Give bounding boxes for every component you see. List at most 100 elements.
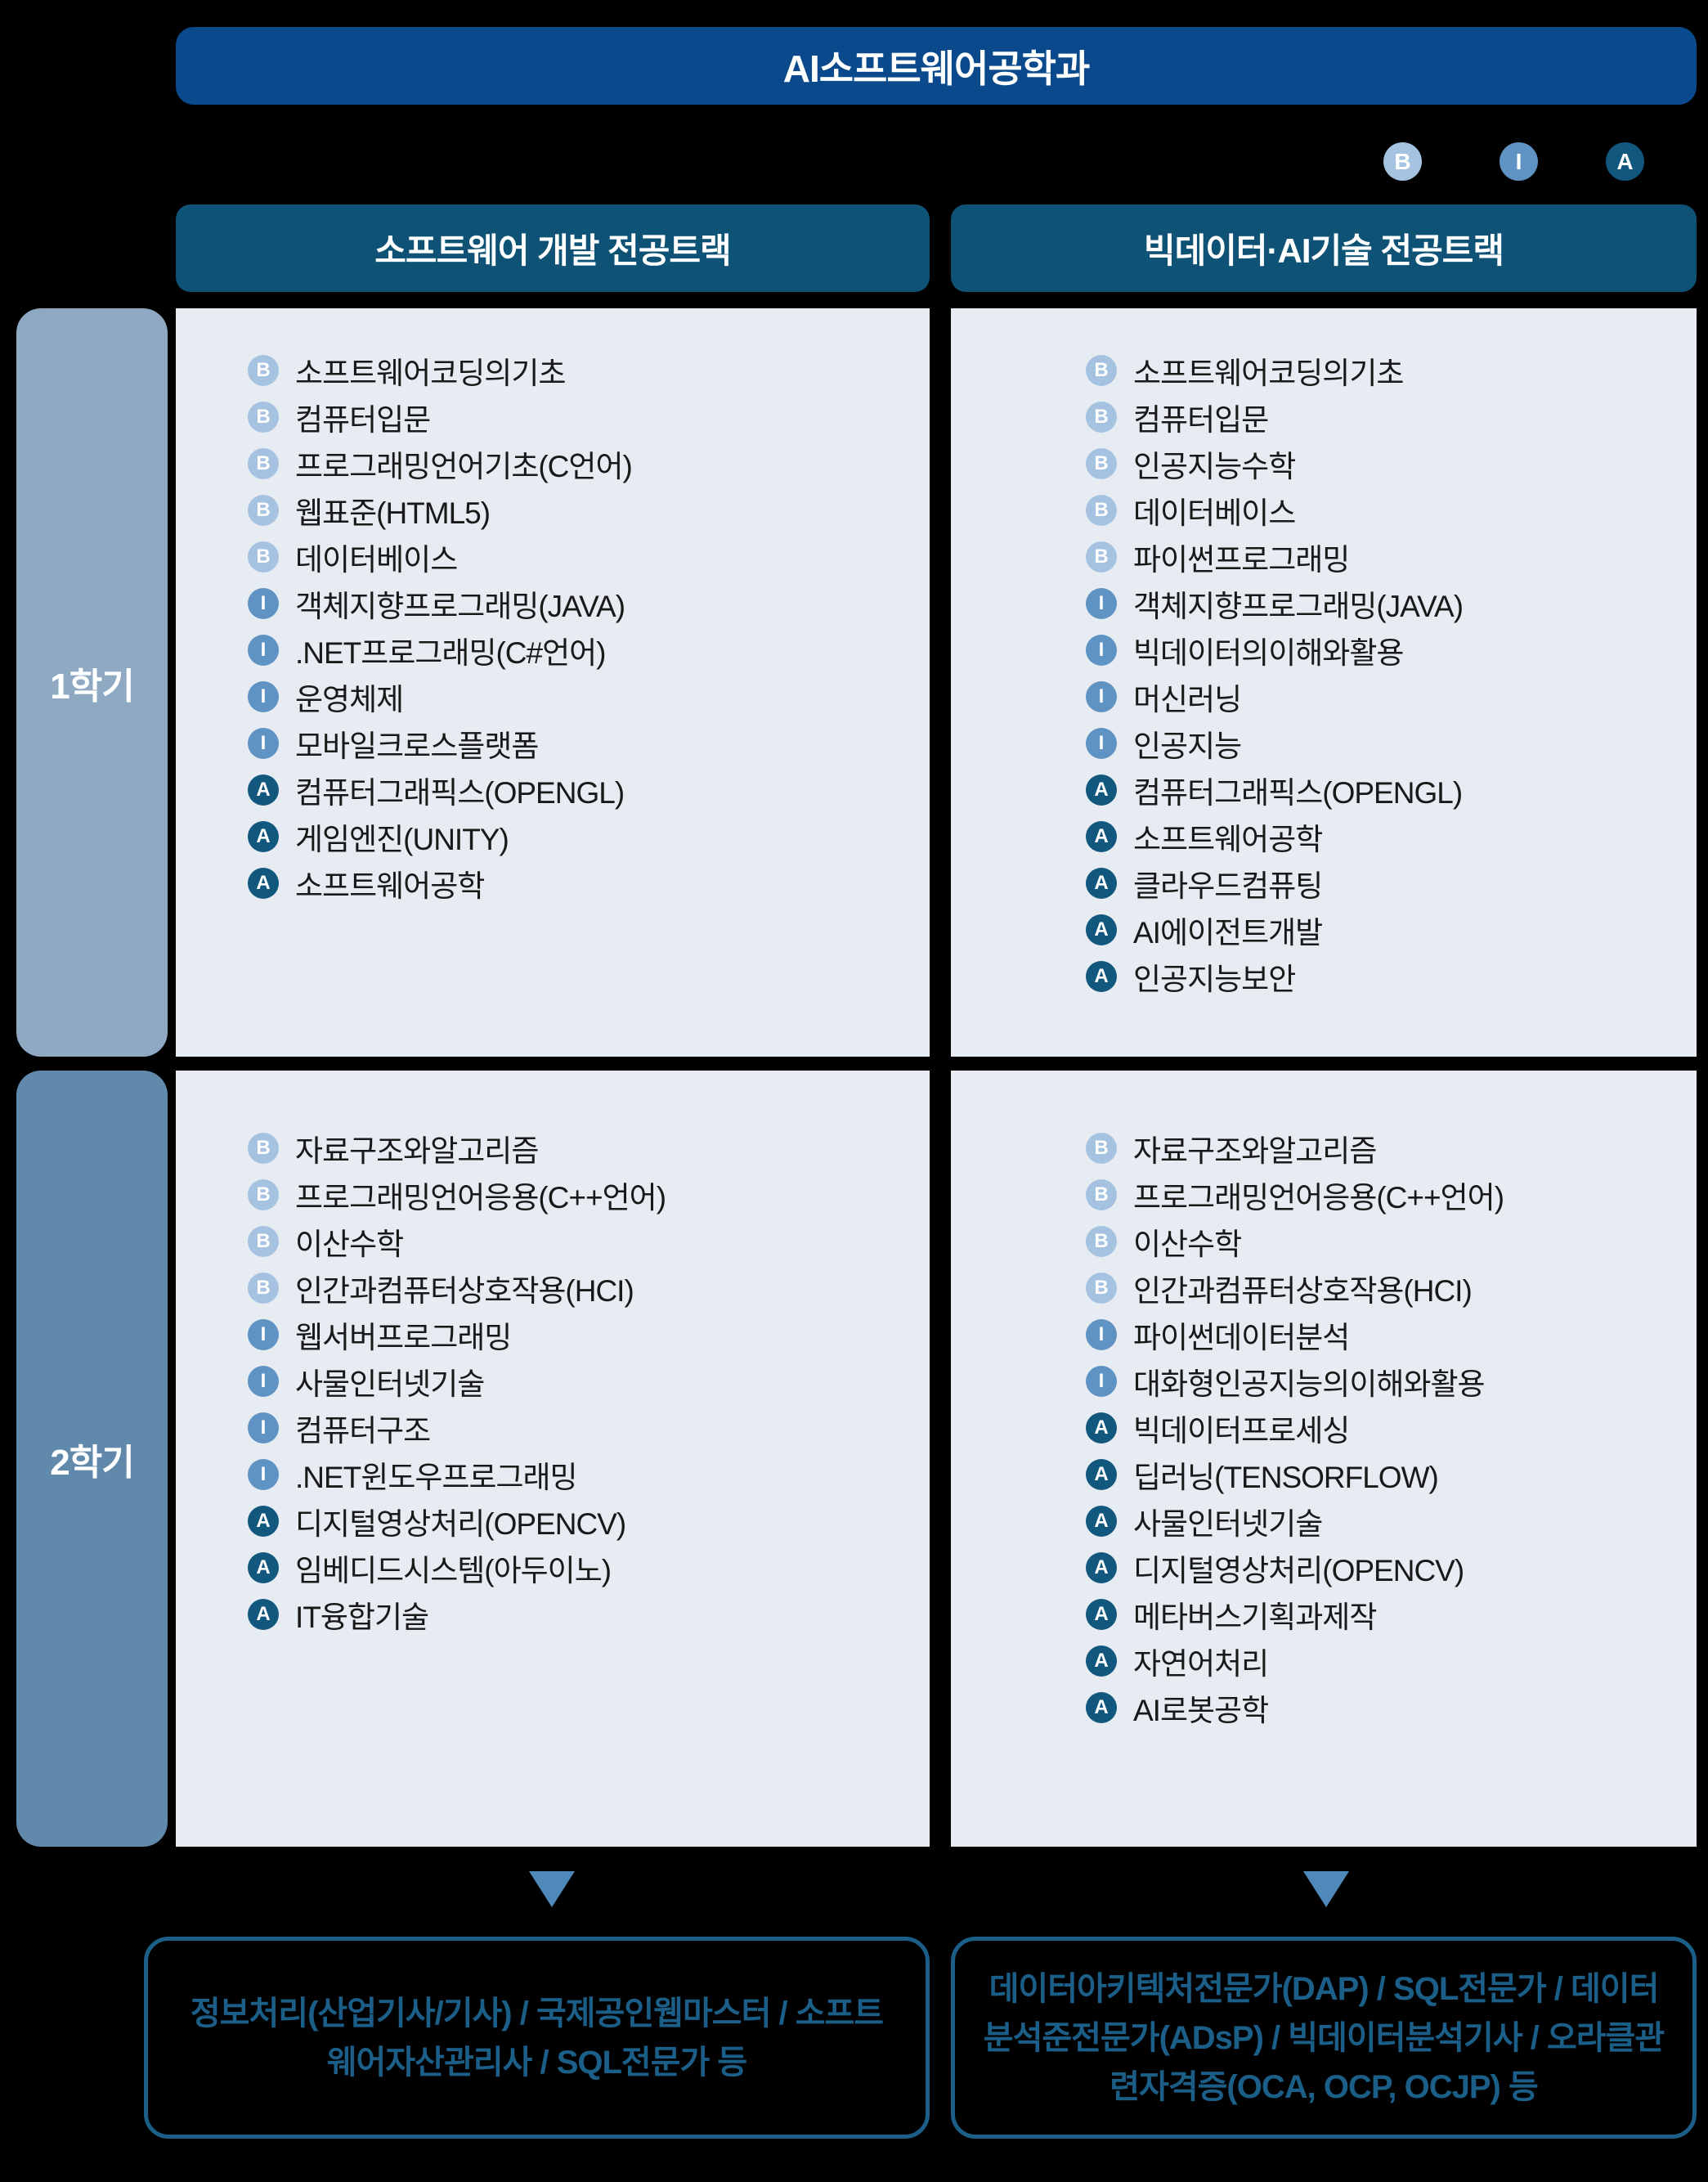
course-title: 프로그래밍언어응용(C++언어): [295, 1180, 666, 1214]
course-title: 데이터베이스: [1133, 496, 1296, 530]
course-level-badge: I: [1086, 680, 1117, 712]
course-title: 사물인터넷기술: [1133, 1506, 1323, 1541]
course-item: B 인간과컴퓨터상호작용(HCI): [1086, 1264, 1697, 1311]
course-item: A 빅데이터프로세싱: [1086, 1404, 1697, 1451]
course-item: I 인공지능: [1086, 720, 1697, 766]
course-title: 객체지향프로그래밍(JAVA): [1133, 589, 1464, 623]
course-title: 웹서버프로그래밍: [295, 1320, 512, 1354]
course-title: 프로그래밍언어응용(C++언어): [1133, 1180, 1504, 1214]
course-list: B 자료구조와알고리즘 B 프로그래밍언어응용(C++언어) B 이산수학 B …: [248, 1125, 930, 1637]
course-item: A 인공지능보안: [1086, 953, 1697, 999]
legend-badge-advanced: A: [1606, 142, 1644, 181]
course-level-badge: I: [1086, 727, 1117, 759]
course-title: .NET윈도우프로그래밍: [295, 1460, 578, 1494]
course-title: 컴퓨터입문: [1133, 402, 1269, 437]
course-level-badge: B: [1086, 1225, 1117, 1257]
course-level-badge: I: [248, 634, 279, 666]
course-item: B 프로그래밍언어응용(C++언어): [1086, 1171, 1697, 1218]
course-item: B 프로그래밍언어응용(C++언어): [248, 1171, 930, 1218]
course-level-badge: I: [1086, 634, 1117, 666]
course-item: I 대화형인공지능의이해와활용: [1086, 1358, 1697, 1404]
semester-label-text: 2학기: [50, 1442, 134, 1483]
track-header-label: 빅데이터·AI기술 전공트랙: [1143, 231, 1504, 270]
course-panel-semester2-software: B 자료구조와알고리즘 B 프로그래밍언어응용(C++언어) B 이산수학 B …: [176, 1071, 930, 1847]
course-item: B 이산수학: [1086, 1218, 1697, 1264]
course-title: AI로봇공학: [1133, 1693, 1269, 1727]
course-title: 모바일크로스플랫폼: [295, 729, 539, 763]
course-item: B 컴퓨터입문: [1086, 393, 1697, 440]
certification-box-bigdata: 데이터아키텍처전문가(DAP) / SQL전문가 / 데이터분석준전문가(ADs…: [951, 1937, 1697, 2139]
course-level-badge: B: [1086, 494, 1117, 526]
course-item: B 데이터베이스: [1086, 487, 1697, 533]
course-level-badge: B: [248, 354, 279, 386]
course-level-badge: B: [248, 494, 279, 526]
course-level-badge: I: [248, 1318, 279, 1350]
course-item: I 운영체제: [248, 673, 930, 720]
course-level-badge: A: [1086, 774, 1117, 806]
legend-badge-intermediate: I: [1500, 142, 1538, 181]
certification-text: 데이터아키텍처전문가(DAP) / SQL전문가 / 데이터분석준전문가(ADs…: [983, 1970, 1665, 2105]
course-title: 빅데이터의이해와활용: [1133, 635, 1404, 670]
page-title: AI소프트웨어공학과: [176, 27, 1697, 105]
certification-text: 정보처리(산업기사/기사) / 국제공인웹마스터 / 소프트웨어자산관리사 / …: [190, 1995, 884, 2081]
course-level-badge: I: [248, 1458, 279, 1490]
course-title: AI에이전트개발: [1133, 915, 1323, 950]
course-item: I .NET프로그래밍(C#언어): [248, 626, 930, 673]
course-item: A 소프트웨어공학: [248, 860, 930, 906]
course-level-badge: A: [1086, 1458, 1117, 1490]
track-header-bigdata-ai: 빅데이터·AI기술 전공트랙: [951, 204, 1697, 292]
course-level-badge: B: [1086, 447, 1117, 479]
course-item: A 사물인터넷기술: [1086, 1497, 1697, 1544]
course-level-badge: A: [1086, 1645, 1117, 1677]
course-level-badge: B: [248, 1132, 279, 1164]
course-level-badge: I: [248, 587, 279, 619]
course-title: 자료구조와알고리즘: [1133, 1134, 1377, 1168]
course-item: A 디지털영상처리(OPENCV): [1086, 1544, 1697, 1591]
course-level-badge: A: [248, 820, 279, 852]
course-level-badge: A: [1086, 1412, 1117, 1443]
course-item: A 게임엔진(UNITY): [248, 813, 930, 860]
course-level-badge: B: [248, 401, 279, 433]
course-list: B 소프트웨어코딩의기초 B 컴퓨터입문 B 프로그래밍언어기초(C언어) B …: [248, 347, 930, 906]
course-item: I 파이썬데이터분석: [1086, 1311, 1697, 1358]
course-level-badge: B: [248, 1179, 279, 1210]
course-title: 소프트웨어코딩의기초: [1133, 356, 1404, 390]
course-title: 머신러닝: [1133, 682, 1242, 716]
course-item: B 소프트웨어코딩의기초: [248, 347, 930, 393]
course-title: 자연어처리: [1133, 1646, 1269, 1681]
course-item: B 컴퓨터입문: [248, 393, 930, 440]
course-item: A AI에이전트개발: [1086, 906, 1697, 953]
course-item: B 인간과컴퓨터상호작용(HCI): [248, 1264, 930, 1311]
course-title: 프로그래밍언어기초(C언어): [295, 449, 633, 483]
course-title: 컴퓨터구조: [295, 1413, 431, 1448]
course-title: 소프트웨어공학: [1133, 822, 1323, 856]
course-title: 운영체제: [295, 682, 404, 716]
course-level-badge: A: [1086, 1598, 1117, 1630]
course-level-badge: I: [248, 1365, 279, 1397]
course-level-badge: B: [1086, 1179, 1117, 1210]
course-title: 딥러닝(TENSORFLOW): [1133, 1460, 1439, 1494]
course-level-badge: A: [1086, 1691, 1117, 1723]
course-panel-semester1-software: B 소프트웨어코딩의기초 B 컴퓨터입문 B 프로그래밍언어기초(C언어) B …: [176, 308, 930, 1057]
track-header-software-development: 소프트웨어 개발 전공트랙: [176, 204, 930, 292]
course-item: I 웹서버프로그래밍: [248, 1311, 930, 1358]
course-item: B 프로그래밍언어기초(C언어): [248, 440, 930, 487]
course-title: 객체지향프로그래밍(JAVA): [295, 589, 625, 623]
course-level-badge: B: [1086, 401, 1117, 433]
course-level-badge: B: [1086, 1132, 1117, 1164]
course-level-badge: A: [1086, 867, 1117, 899]
course-item: B 이산수학: [248, 1218, 930, 1264]
course-item: A 디지털영상처리(OPENCV): [248, 1497, 930, 1544]
course-title: 인간과컴퓨터상호작용(HCI): [295, 1273, 634, 1308]
course-title: 임베디드시스템(아두이노): [295, 1553, 612, 1587]
course-panel-semester2-bigdata: B 자료구조와알고리즘 B 프로그래밍언어응용(C++언어) B 이산수학 B …: [951, 1071, 1697, 1847]
course-item: A 컴퓨터그래픽스(OPENGL): [248, 766, 930, 813]
course-level-badge: B: [1086, 1272, 1117, 1304]
course-level-badge: B: [1086, 541, 1117, 572]
semester-label-2: 2학기: [16, 1071, 168, 1847]
down-arrow-icon: [1303, 1871, 1349, 1907]
course-item: I 객체지향프로그래밍(JAVA): [248, 580, 930, 626]
course-title: 인공지능보안: [1133, 962, 1296, 996]
course-title: 이산수학: [295, 1227, 404, 1261]
course-title: 소프트웨어공학: [295, 869, 485, 903]
